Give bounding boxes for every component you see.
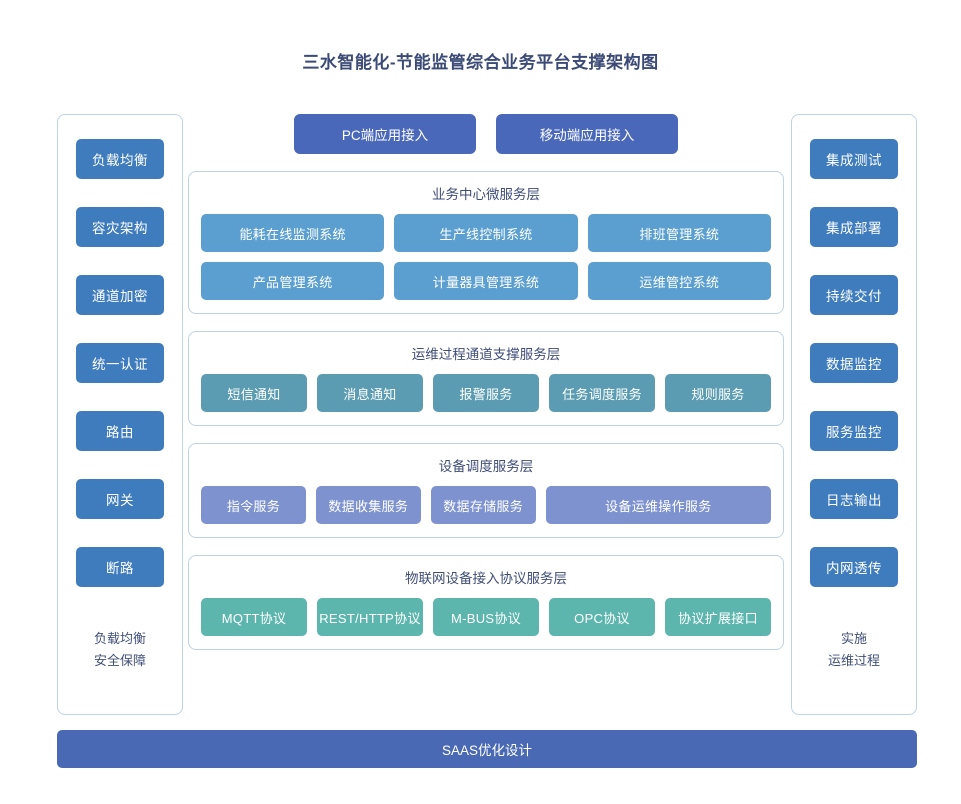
layer-device-row-1: 指令服务 数据收集服务 数据存储服务 设备运维操作服务: [201, 486, 772, 524]
right-item-intranet-tunnel[interactable]: 内网透传: [810, 547, 898, 587]
left-item-routing[interactable]: 路由: [76, 411, 164, 451]
left-item-circuit-breaker[interactable]: 断路: [76, 547, 164, 587]
right-footer-line-1: 实施: [840, 631, 867, 646]
chip-production-line-control[interactable]: 生产线控制系统: [394, 214, 578, 252]
left-support-column: 负载均衡 容灾架构 通道加密 统一认证 路由 网关 断路 负载均衡 安全保障: [57, 114, 183, 715]
left-footer-line-2: 安全保障: [93, 653, 146, 668]
chip-message-notification[interactable]: 消息通知: [317, 374, 423, 412]
application-access-row: PC端应用接入 移动端应用接入: [188, 114, 784, 154]
layer-iot-title: 物联网设备接入协议服务层: [405, 571, 567, 586]
chip-metering-device-management[interactable]: 计量器具管理系统: [394, 262, 578, 300]
right-column-footer: 实施 运维过程: [828, 628, 880, 672]
chip-command-service[interactable]: 指令服务: [201, 486, 306, 524]
layer-ops-channel-support: 运维过程通道支撑服务层 短信通知 消息通知 报警服务 任务调度服务 规则服务: [188, 331, 784, 426]
chip-alarm-service[interactable]: 报警服务: [433, 374, 539, 412]
chip-data-storage-service[interactable]: 数据存储服务: [430, 486, 536, 524]
left-item-gateway[interactable]: 网关: [76, 479, 164, 519]
chip-rest-http-protocol[interactable]: REST/HTTP协议: [317, 598, 423, 636]
chip-task-scheduling-service[interactable]: 任务调度服务: [549, 374, 655, 412]
chip-mqtt-protocol[interactable]: MQTT协议: [201, 598, 307, 636]
chip-energy-online-monitoring[interactable]: 能耗在线监测系统: [201, 214, 385, 252]
chip-sms-notification[interactable]: 短信通知: [201, 374, 307, 412]
page-title: 三水智能化-节能监管综合业务平台支撑架构图: [302, 53, 659, 72]
access-button-mobile[interactable]: 移动端应用接入: [496, 114, 678, 154]
chip-device-ops-operation-service[interactable]: 设备运维操作服务: [545, 486, 772, 524]
layer-iot-row-1: MQTT协议 REST/HTTP协议 M-BUS协议 OPC协议 协议扩展接口: [201, 598, 771, 636]
chip-rule-service[interactable]: 规则服务: [665, 374, 771, 412]
right-item-integration-test[interactable]: 集成测试: [810, 139, 898, 179]
chip-data-collection-service[interactable]: 数据收集服务: [315, 486, 421, 524]
access-button-pc[interactable]: PC端应用接入: [294, 114, 476, 154]
chip-ops-control-system[interactable]: 运维管控系统: [587, 262, 771, 300]
chip-mbus-protocol[interactable]: M-BUS协议: [433, 598, 539, 636]
chip-product-management[interactable]: 产品管理系统: [201, 262, 385, 300]
layer-business-row-1: 能耗在线监测系统 生产线控制系统 排班管理系统: [201, 214, 771, 252]
left-item-unified-auth[interactable]: 统一认证: [76, 343, 164, 383]
layer-business-microservices: 业务中心微服务层 能耗在线监测系统 生产线控制系统 排班管理系统 产品管理系统 …: [188, 171, 784, 314]
right-item-integration-deploy[interactable]: 集成部署: [810, 207, 898, 247]
layer-business-title: 业务中心微服务层: [432, 187, 540, 202]
center-stack: PC端应用接入 移动端应用接入 业务中心微服务层 能耗在线监测系统 生产线控制系…: [188, 114, 784, 715]
chip-protocol-extension-interface[interactable]: 协议扩展接口: [665, 598, 771, 636]
layer-business-row-2: 产品管理系统 计量器具管理系统 运维管控系统: [201, 262, 771, 300]
left-item-channel-encryption[interactable]: 通道加密: [76, 275, 164, 315]
left-item-disaster-recovery[interactable]: 容灾架构: [76, 207, 164, 247]
left-item-load-balancing[interactable]: 负载均衡: [76, 139, 164, 179]
right-item-data-monitoring[interactable]: 数据监控: [810, 343, 898, 383]
layer-device-scheduling: 设备调度服务层 指令服务 数据收集服务 数据存储服务 设备运维操作服务: [188, 443, 784, 538]
saas-optimization-bar[interactable]: SAAS优化设计: [57, 730, 917, 768]
layer-ops-row-1: 短信通知 消息通知 报警服务 任务调度服务 规则服务: [201, 374, 771, 412]
right-footer-line-2: 运维过程: [827, 653, 880, 668]
chip-shift-management[interactable]: 排班管理系统: [587, 214, 771, 252]
chip-opc-protocol[interactable]: OPC协议: [549, 598, 655, 636]
left-footer-line-1: 负载均衡: [93, 631, 146, 646]
left-column-footer: 负载均衡 安全保障: [94, 628, 146, 672]
right-item-service-monitoring[interactable]: 服务监控: [810, 411, 898, 451]
right-item-log-output[interactable]: 日志输出: [810, 479, 898, 519]
layer-iot-protocol-access: 物联网设备接入协议服务层 MQTT协议 REST/HTTP协议 M-BUS协议 …: [188, 555, 784, 650]
right-item-continuous-delivery[interactable]: 持续交付: [810, 275, 898, 315]
right-support-column: 集成测试 集成部署 持续交付 数据监控 服务监控 日志输出 内网透传 实施 运维…: [791, 114, 917, 715]
layer-device-title: 设备调度服务层: [438, 459, 534, 474]
layer-ops-title: 运维过程通道支撑服务层: [411, 347, 561, 362]
